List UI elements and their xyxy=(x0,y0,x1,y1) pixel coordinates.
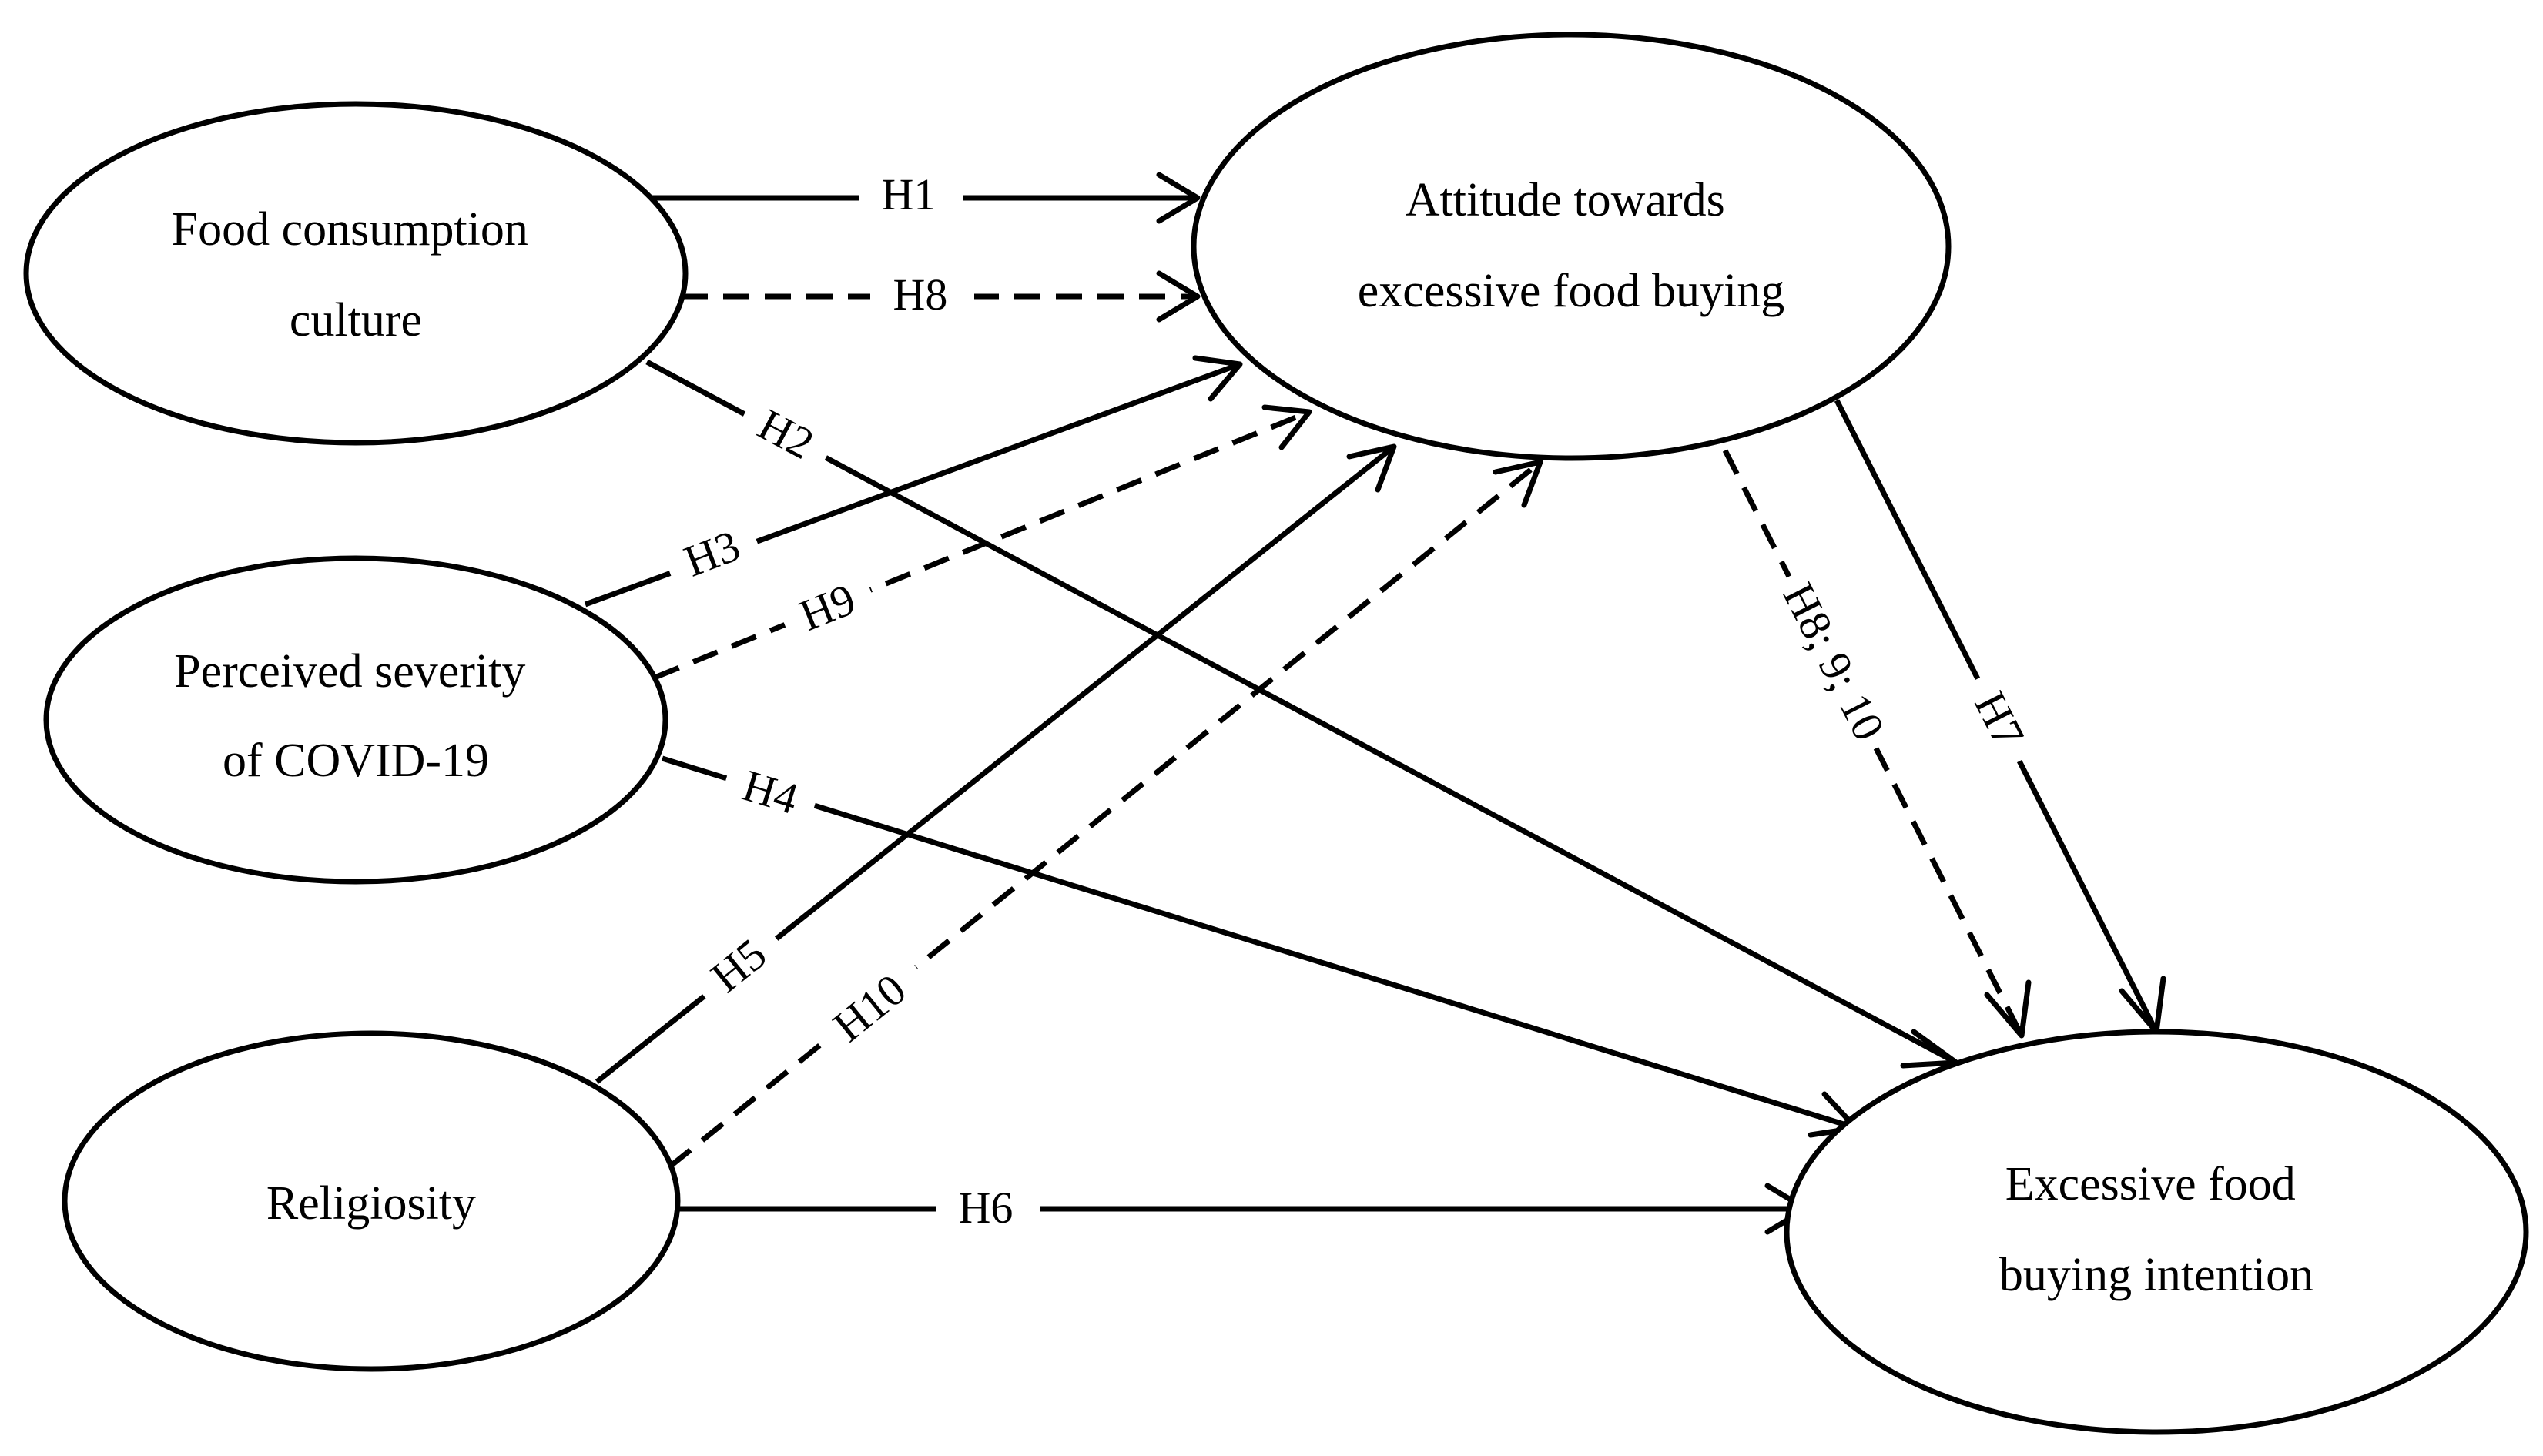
node-label-line: of COVID-19 xyxy=(223,735,489,787)
node-label-line: culture xyxy=(290,294,422,346)
svg-text:Religiosity: Religiosity xyxy=(266,1177,476,1230)
node-food-consumption-culture: Food consumption culture xyxy=(23,101,689,446)
edge-h7: H7 xyxy=(1834,399,2166,1035)
edge-h1: H1 xyxy=(651,166,1201,227)
node-perceived-severity: Perceived severity of COVID-19 xyxy=(43,555,668,885)
edge-label-h8: H8 xyxy=(893,269,948,320)
node-label-line: buying intention xyxy=(1999,1249,2313,1301)
edge-h8: H8 xyxy=(682,266,1201,327)
svg-text:Attitude towards excessi: Attitude towards excessive food buying xyxy=(1358,174,1784,317)
node-label-line: Excessive food xyxy=(2005,1158,2296,1210)
edge-h3: H3 xyxy=(584,355,1243,608)
svg-text:Perceived severity of CO: Perceived severity of COVID-19 xyxy=(174,645,538,787)
edge-h6: H6 xyxy=(678,1178,1809,1240)
svg-text:Food consumption culture: Food consumption culture xyxy=(172,203,541,346)
node-attitude: Attitude towards excessive food buying xyxy=(1191,32,1952,461)
edge-label-h1: H1 xyxy=(882,169,936,219)
node-label-line: excessive food buying xyxy=(1358,265,1784,317)
svg-text:Excessive food buying in: Excessive food buying intention xyxy=(1999,1158,2313,1301)
edge-label-h6: H6 xyxy=(959,1183,1014,1233)
edge-h4: H4 xyxy=(661,746,1859,1138)
node-label-line: Perceived severity xyxy=(174,645,525,698)
node-label-line: Religiosity xyxy=(266,1177,476,1230)
node-label-line: Attitude towards xyxy=(1406,174,1725,226)
node-excessive-food-buying-intention: Excessive food buying intention xyxy=(1784,1029,2529,1435)
edge-h2: H2 xyxy=(645,359,1959,1069)
node-religiosity: Religiosity xyxy=(62,1030,681,1372)
node-label-line: Food consumption xyxy=(172,203,528,256)
